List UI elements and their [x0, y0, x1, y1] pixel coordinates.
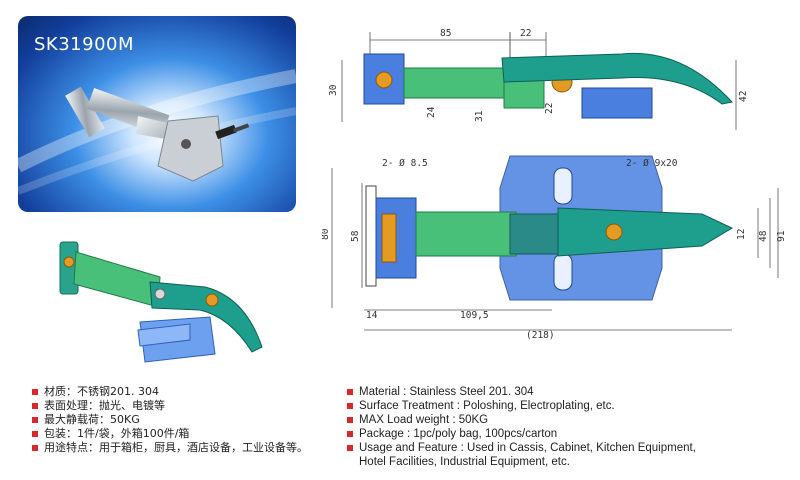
dim-hole-left: 2- Ø 8.5 [382, 158, 428, 169]
spec-item: 材质：不锈钢201. 304 [30, 385, 308, 399]
spec-item: Package : 1pc/poly bag, 100pcs/carton [345, 427, 696, 441]
dim-top-85: 85 [440, 28, 451, 39]
dim-side-24: 24 [426, 106, 437, 118]
dim-bottom-218: (218) [526, 330, 555, 341]
dim-top-22: 22 [520, 28, 531, 39]
spec-item: MAX Load weight : 50KG [345, 413, 696, 427]
model-number: SK31900M [34, 34, 135, 55]
spec-item: 表面处理：抛光、电镀等 [30, 399, 308, 413]
product-photo-card: SK31900M [18, 16, 296, 212]
dim-bottom-109: 109,5 [460, 310, 489, 321]
dim-right-48: 48 [758, 230, 769, 242]
product-3d-render [59, 241, 263, 363]
dim-left-80: 80 [322, 228, 331, 240]
technical-drawing: 85 22 30 24 31 22 42 2- Ø 8.5 2- Ø 9x20 … [322, 28, 787, 341]
spec-item: Material : Stainless Steel 201. 304 [345, 385, 696, 399]
spec-item: Surface Treatment : Poloshing, Electropl… [345, 399, 696, 413]
spec-item: 最大静载荷：50KG [30, 413, 308, 427]
dim-side-31: 31 [474, 110, 485, 122]
dim-right-12: 12 [736, 229, 747, 240]
dim-side-30: 30 [328, 84, 339, 96]
dim-hole-right: 2- Ø 9x20 [626, 158, 678, 169]
spec-item: 包装：1件/袋，外箱100件/箱 [30, 427, 308, 441]
dim-side-42: 42 [738, 91, 749, 102]
spec-item: Usage and Feature : Used in Cassis, Cabi… [345, 441, 696, 455]
spec-item: 用途特点：用于箱柜，厨具，酒店设备，工业设备等。 [30, 441, 308, 455]
spec-list-english: Material : Stainless Steel 201. 304 Surf… [345, 385, 696, 469]
dim-right-91: 91 [776, 230, 787, 242]
dim-bottom-14: 14 [366, 310, 378, 321]
dim-left-58: 58 [350, 230, 361, 242]
dim-side-22: 22 [544, 103, 555, 114]
spec-list-chinese: 材质：不锈钢201. 304 表面处理：抛光、电镀等 最大静载荷：50KG 包装… [30, 385, 308, 455]
product-photo [18, 69, 296, 195]
spec-item-continuation: Hotel Facilities, Industrial Equipment, … [359, 456, 570, 468]
